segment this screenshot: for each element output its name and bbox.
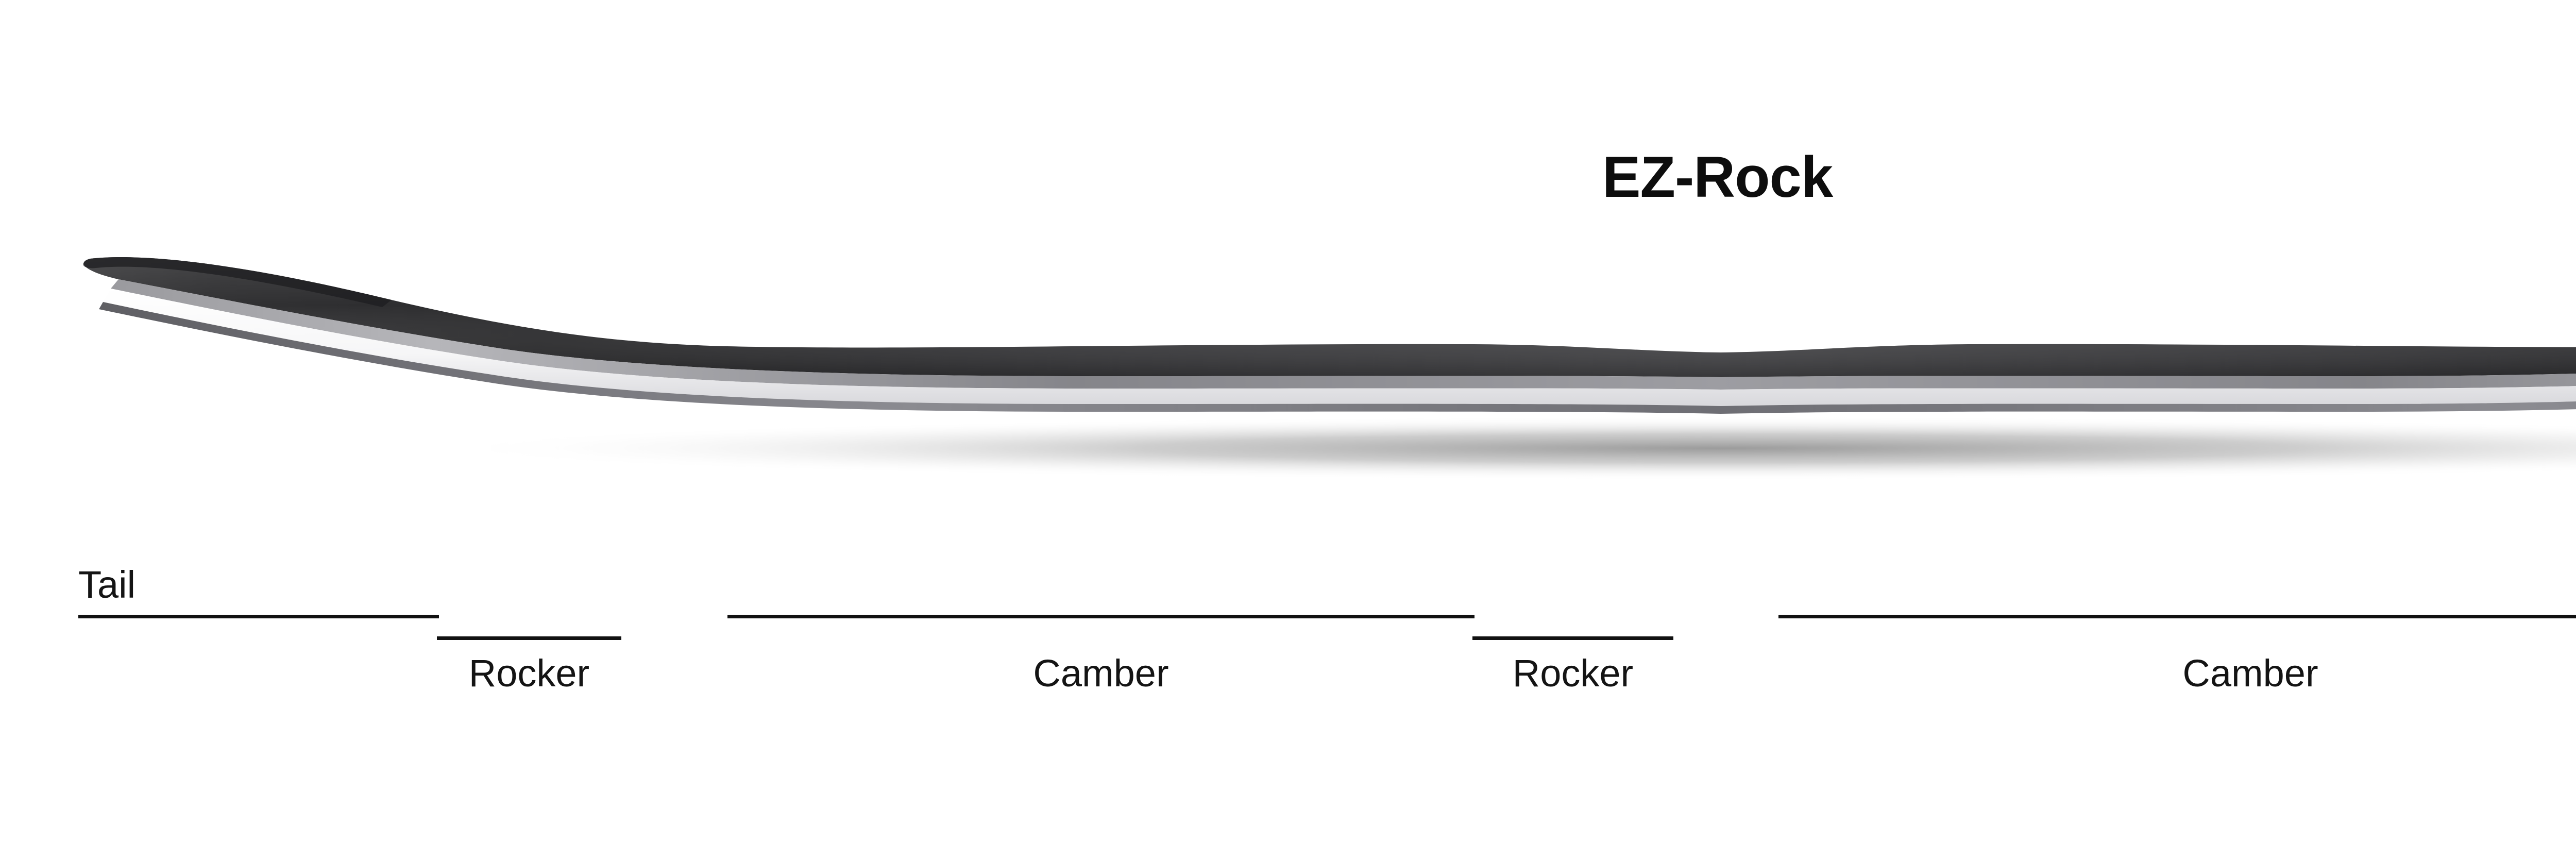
zone-rocker-2: Rocker: [1472, 526, 1673, 693]
zone-rule-rocker-2: [1472, 636, 1673, 640]
board-sidewall: [111, 279, 2576, 390]
snowboard-profile-illustration: [0, 222, 2576, 510]
zone-rocker-1: Rocker: [437, 526, 621, 693]
page-title: EZ-Rock: [1602, 145, 1833, 209]
zone-label-camber-1: Camber: [1033, 652, 1169, 695]
zone-rule-camber-1: [727, 615, 1475, 618]
board-topsheet-shading: [83, 257, 2576, 377]
zone-label-rocker-2: Rocker: [1512, 652, 1634, 695]
zone-label-tail: Tail: [78, 563, 136, 606]
zone-rule-camber-2: [1778, 615, 2576, 618]
zone-tail: Tail: [78, 526, 439, 680]
board-shadow: [433, 416, 2576, 480]
snowboard-svg: [83, 257, 2576, 480]
zone-label-camber-2: Camber: [2182, 652, 2318, 695]
zone-camber-1: Camber: [727, 526, 1475, 693]
tail-tip-outline: [83, 257, 392, 307]
zone-rule-tail: [78, 615, 439, 618]
zone-camber-2: Camber: [1778, 526, 2576, 693]
zone-rule-rocker-1: [437, 636, 621, 640]
zone-annotations: Tail Rocker Camber Rocker Camber Rocker …: [0, 526, 2576, 732]
zone-label-rocker-1: Rocker: [468, 652, 590, 695]
board-base-highlight: [103, 289, 2576, 406]
